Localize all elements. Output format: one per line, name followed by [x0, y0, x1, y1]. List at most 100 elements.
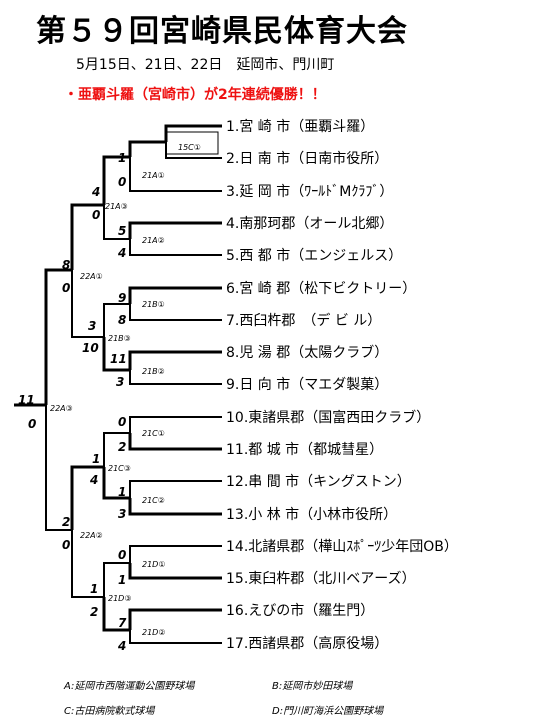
- bracket-line: [71, 530, 104, 598]
- score: 11: [18, 393, 35, 407]
- game-22a2: 22A②: [80, 531, 103, 540]
- bracket-line: [102, 597, 130, 632]
- bracket-line: [128, 221, 222, 239]
- score: 0: [62, 538, 70, 552]
- team-7: 7.西臼杵郡 （デ ビ ル）: [226, 312, 381, 329]
- game-boxes: [165, 131, 219, 155]
- team-15: 15.東臼杵郡（北川ベアーズ）: [226, 571, 416, 587]
- game-21c3: 21C③: [108, 464, 131, 473]
- score: 2: [90, 605, 98, 619]
- score: 11: [110, 352, 127, 366]
- venue-b: B:延岡市妙田球場: [272, 680, 353, 692]
- bracket-line: [103, 205, 130, 240]
- champion-note: ・亜覇斗羅（宮崎市）が2年連続優勝！！: [64, 87, 326, 103]
- venue-c: C:古田病院軟式球場: [64, 705, 155, 717]
- score: 2: [62, 515, 70, 529]
- bracket-line: [129, 370, 222, 385]
- score: 1: [92, 452, 100, 466]
- team-6: 6.宮 崎 郡（松下ビクトリー）: [226, 281, 416, 297]
- score: 4: [117, 246, 126, 260]
- game-22a1: 22A①: [80, 272, 103, 281]
- score: 1: [118, 573, 126, 587]
- bracket-line: [44, 268, 72, 405]
- game-21d1: 21D①: [142, 560, 166, 569]
- score: 7: [118, 616, 127, 630]
- bracket-lines: [45, 142, 222, 644]
- score: 5: [118, 224, 126, 238]
- game-box: [165, 131, 219, 155]
- team-5: 5.西 都 市（エンジェルス）: [226, 247, 402, 264]
- bracket-line: [128, 433, 222, 451]
- score: 8: [62, 258, 70, 272]
- game-21c2: 21C②: [142, 496, 165, 505]
- bracket-line: [103, 562, 130, 597]
- bracket-line: [129, 416, 222, 433]
- bracket-line: [129, 304, 222, 321]
- bracket-line: [103, 303, 130, 337]
- game-21a1: 21A①: [142, 171, 165, 180]
- bracket-line: [102, 467, 130, 500]
- venue-d: D:門川町海浜公園野球場: [272, 705, 384, 717]
- team-2: 2.日 南 市（日南市役所）: [226, 150, 388, 167]
- page-title: 第５９回宮崎県民体育大会: [36, 14, 408, 49]
- game-21b2: 21B②: [142, 367, 165, 376]
- score: 3: [116, 375, 124, 389]
- bracket-line: [128, 563, 222, 580]
- team-12: 12.串 間 市（キングストン）: [226, 473, 411, 490]
- bracket-line: [129, 630, 222, 644]
- venue-a: A:延岡市西階運動公園野球場: [63, 680, 195, 692]
- bracket-line: [129, 545, 222, 563]
- score: 0: [118, 415, 126, 429]
- bracket-line: [103, 432, 130, 467]
- bracket-line: [129, 480, 222, 498]
- bracket-line: [128, 140, 166, 157]
- team-8: 8.児 湯 郡（太陽クラブ）: [226, 344, 388, 361]
- bracket-line: [128, 286, 222, 304]
- score: 2: [118, 440, 126, 454]
- team-11: 11.都 城 市（都城彗星）: [226, 441, 383, 458]
- team-16: 16.えびの市（羅生門）: [226, 602, 374, 619]
- score: 3: [88, 319, 96, 333]
- game-21b3: 21B③: [108, 334, 131, 343]
- score: 8: [118, 313, 126, 327]
- team-4: 4.南那珂郡（オール北郷）: [226, 216, 393, 232]
- bracket-line: [129, 239, 222, 256]
- score: 10: [82, 341, 99, 355]
- bracket-line: [129, 157, 222, 192]
- bracket-line: [102, 155, 130, 205]
- bracket-line: [70, 203, 104, 270]
- bracket-line: [128, 350, 222, 370]
- team-13: 13.小 林 市（小林市役所）: [226, 506, 397, 523]
- bracket-line: [164, 124, 222, 142]
- team-1: 1.宮 崎 市（亜覇斗羅）: [226, 118, 374, 135]
- winner-lines: [14, 124, 222, 632]
- team-10: 10.東諸県郡（国富西田クラブ）: [226, 409, 430, 426]
- game-21d3: 21D③: [108, 594, 132, 603]
- score: 0: [62, 281, 70, 295]
- bracket-line: [45, 405, 72, 531]
- team-17: 17.西諸県郡（高原役場）: [226, 635, 388, 652]
- score: 0: [92, 208, 100, 222]
- team-3: 3.延 岡 市（ﾜｰﾙﾄﾞMｸﾗﾌﾞ）: [226, 183, 393, 200]
- bracket-line: [71, 270, 104, 338]
- game-21a3: 21A③: [105, 202, 128, 211]
- score: 1: [118, 485, 126, 499]
- team-9: 9.日 向 市（マエダ製菓）: [226, 376, 388, 393]
- game-21d2: 21D②: [142, 628, 166, 637]
- bracket-line: [128, 498, 222, 516]
- game-21a2: 21A②: [142, 236, 165, 245]
- score: 0: [118, 548, 126, 562]
- bracket-line: [128, 608, 222, 630]
- bracket-line: [102, 337, 130, 372]
- game-21c1: 21C①: [142, 429, 165, 438]
- game-22a3: 22A③: [50, 404, 73, 413]
- score: 0: [118, 175, 126, 189]
- team-14: 14.北諸県郡（樺山ｽﾎﾟｰﾂ少年団OB）: [226, 538, 458, 555]
- score: 1: [118, 151, 126, 165]
- score: 9: [118, 291, 126, 305]
- score: 4: [91, 185, 100, 199]
- event-dates-venue: 5月15日、21日、22日 延岡市、門川町: [76, 57, 335, 73]
- score: 3: [118, 507, 126, 521]
- game-15c1: 15C①: [178, 143, 201, 152]
